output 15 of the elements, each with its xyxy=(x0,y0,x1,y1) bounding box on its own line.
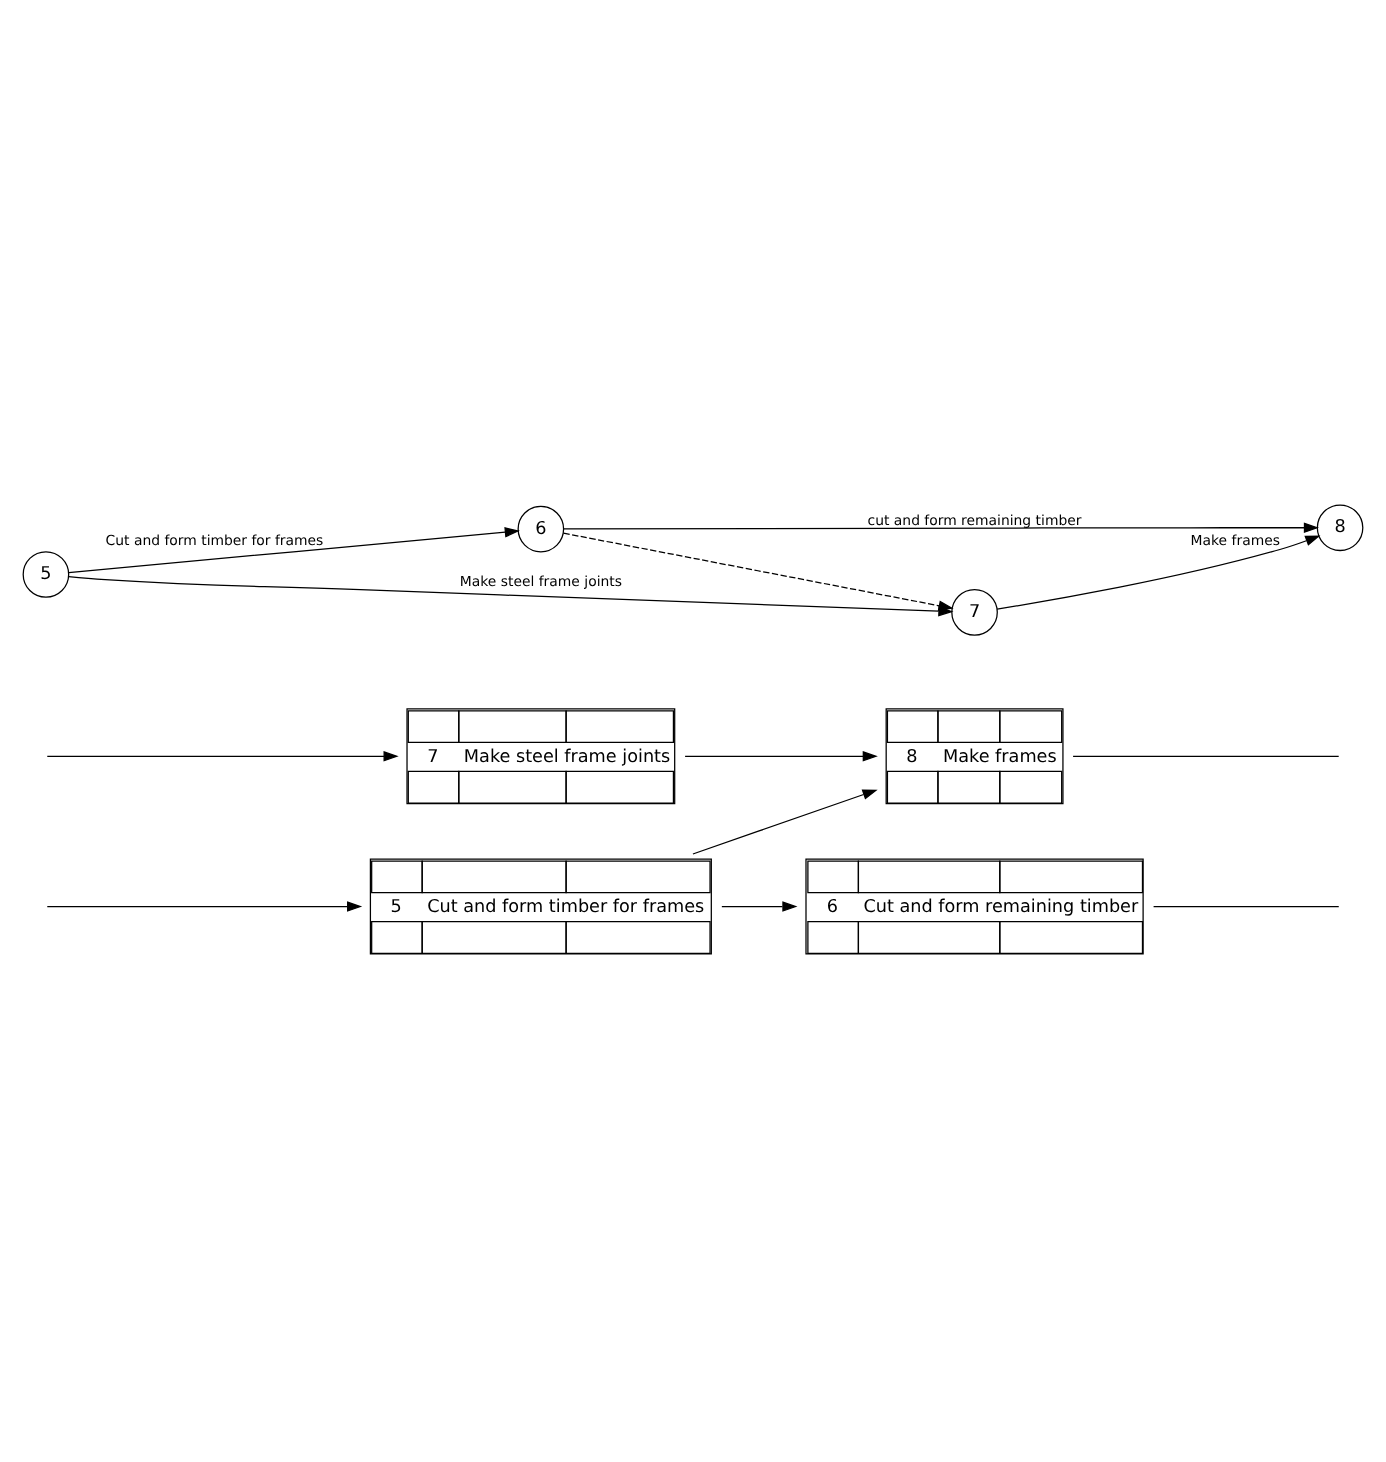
arrow xyxy=(692,788,878,854)
node-circle: 6 xyxy=(517,504,565,552)
node-circle: 5 xyxy=(22,550,70,597)
connector xyxy=(1152,904,1340,907)
arrow xyxy=(996,534,1321,609)
arrow xyxy=(68,525,520,573)
node-circle: 8 xyxy=(1316,503,1364,551)
node-circle: 7 xyxy=(951,588,998,635)
arrow xyxy=(562,531,954,610)
arrow xyxy=(721,900,798,911)
arrow xyxy=(563,521,1319,533)
arrow xyxy=(46,900,363,911)
arrow xyxy=(684,750,878,761)
arrow xyxy=(46,750,399,761)
connector xyxy=(1072,754,1340,756)
